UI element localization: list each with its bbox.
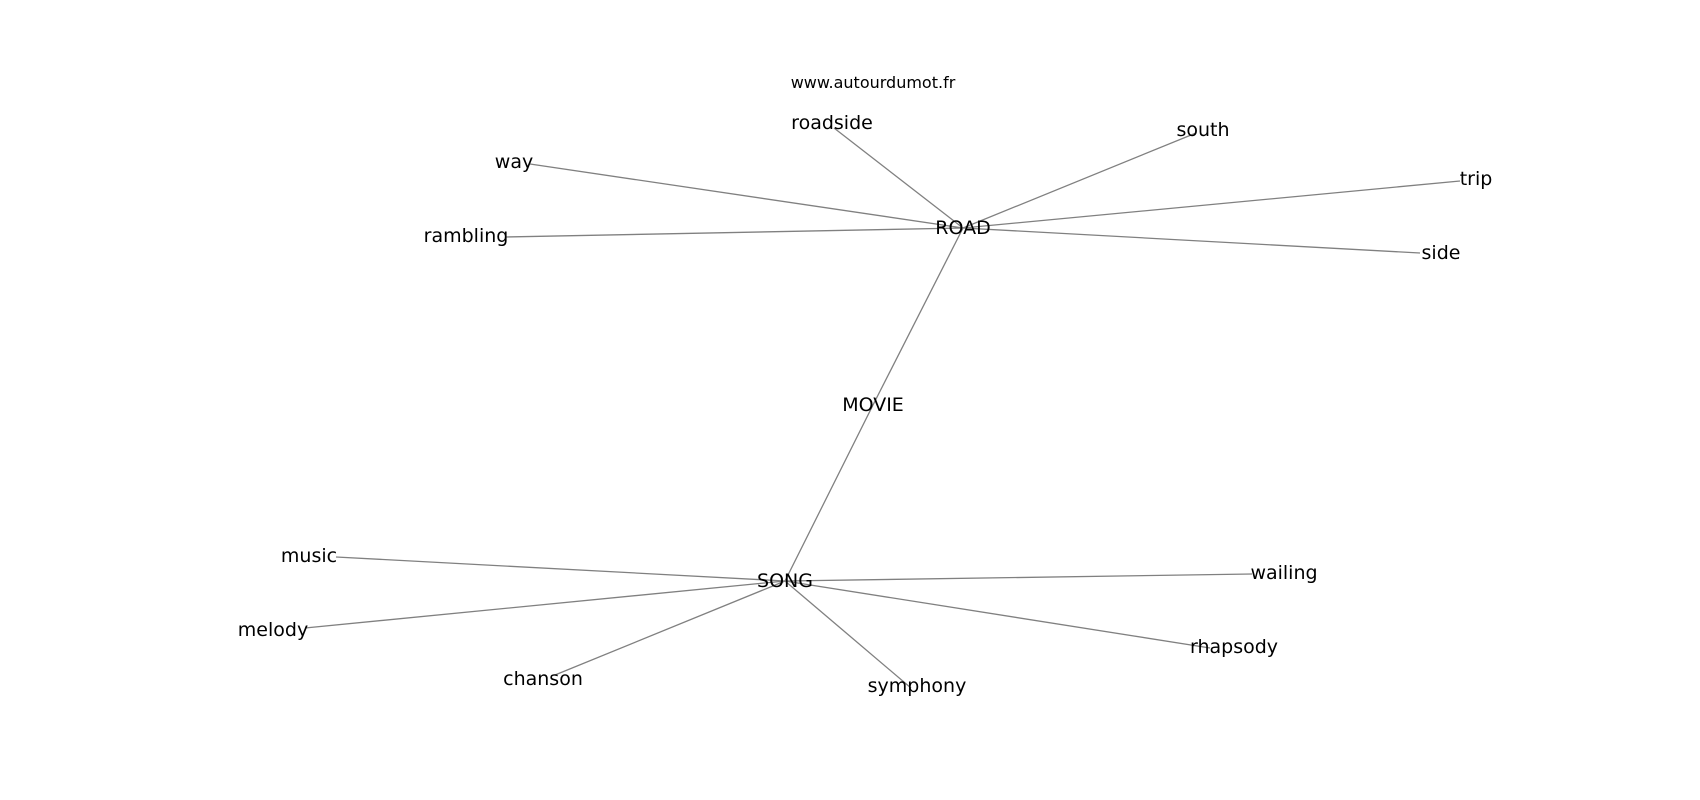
node-symphony: symphony <box>868 675 967 697</box>
edge-song-symphony <box>784 580 912 689</box>
node-road: ROAD <box>935 217 990 239</box>
node-movie: MOVIE <box>842 394 904 416</box>
node-rambling: rambling <box>424 225 509 247</box>
edge-song-melody <box>304 580 786 629</box>
edge-movie-road <box>872 227 964 406</box>
edge-road-way <box>529 163 964 229</box>
node-trip: trip <box>1460 168 1493 190</box>
edge-road-south <box>962 132 1197 229</box>
nodes-layer: MOVIE ROAD roadside south way trip rambling sid… <box>238 112 1493 697</box>
node-side: side <box>1422 242 1461 264</box>
edge-song-music <box>335 556 786 582</box>
edge-road-rambling <box>504 227 964 238</box>
node-way: way <box>495 151 533 173</box>
edge-movie-song <box>784 404 874 582</box>
edge-road-trip <box>962 180 1461 229</box>
edge-song-wailing <box>784 573 1253 582</box>
node-melody: melody <box>238 619 308 641</box>
edge-road-side <box>962 227 1421 254</box>
node-music: music <box>281 545 337 567</box>
node-wailing: wailing <box>1250 562 1317 584</box>
node-chanson: chanson <box>503 668 583 690</box>
site-url-watermark: www.autourdumot.fr <box>791 73 956 92</box>
node-rhapsody: rhapsody <box>1190 636 1278 658</box>
edge-song-chanson <box>554 580 786 676</box>
node-roadside: roadside <box>791 112 873 134</box>
node-south: south <box>1176 119 1229 141</box>
edge-song-rhapsody <box>784 580 1211 649</box>
node-song: SONG <box>757 570 813 592</box>
edge-road-roadside <box>833 127 964 229</box>
edges-layer <box>304 127 1461 689</box>
